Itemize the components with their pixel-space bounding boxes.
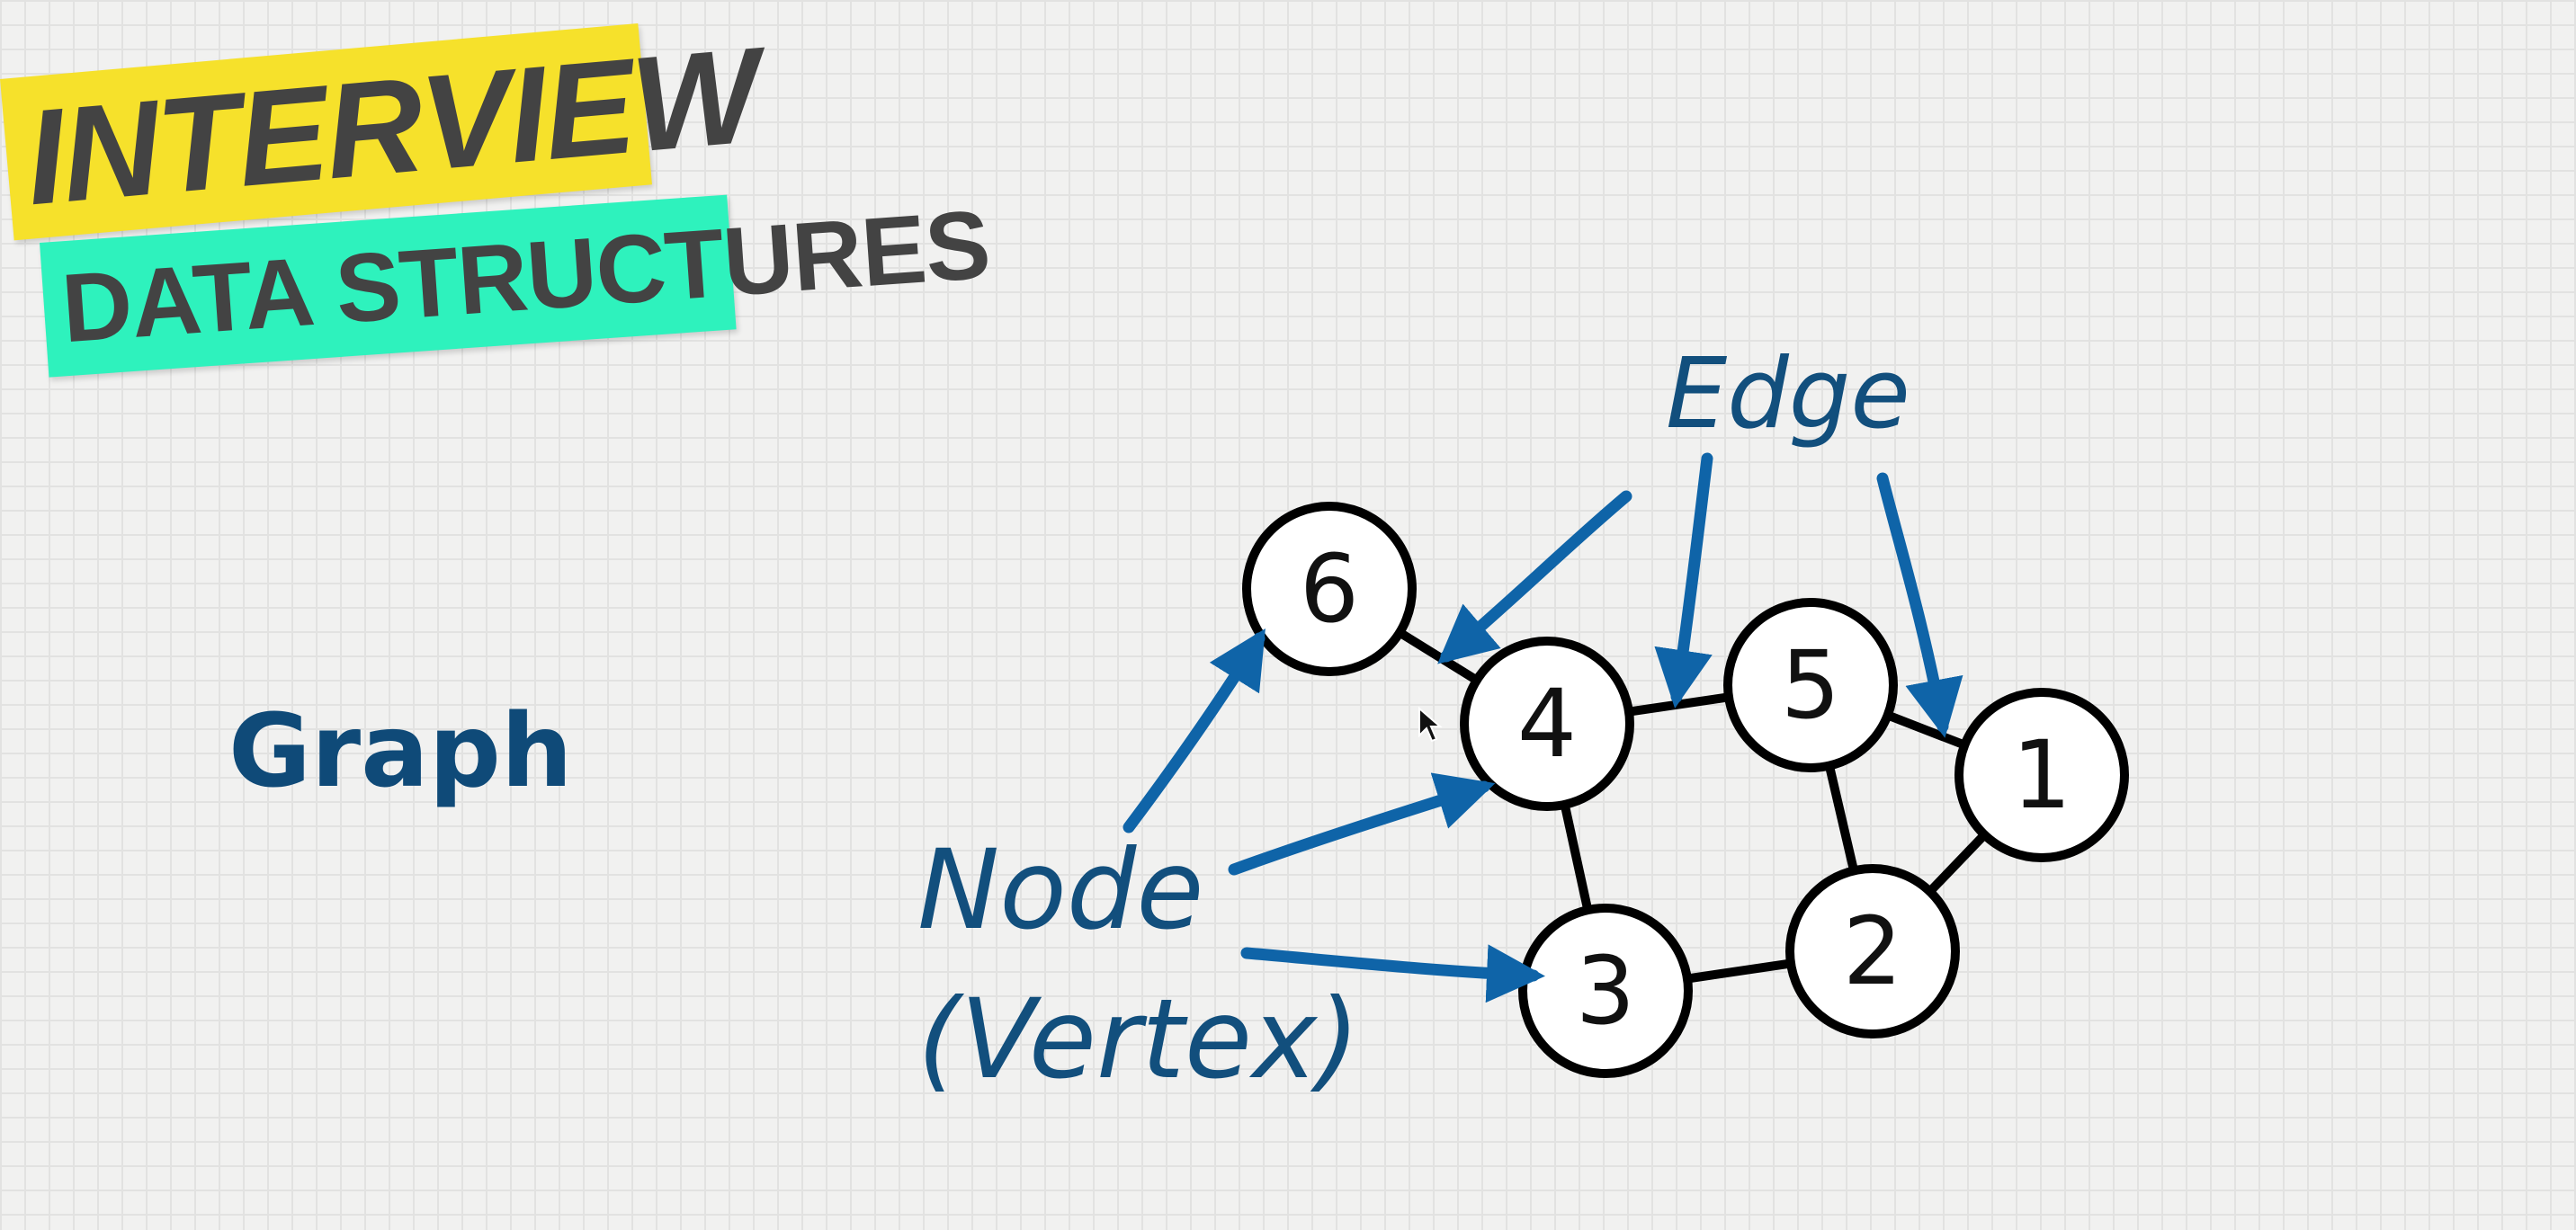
node-circle-2 <box>1785 864 1960 1038</box>
arrow-node-3 <box>1240 944 1545 1003</box>
arrow-edge-6-4 <box>1437 490 1632 664</box>
arrow-node-6 <box>1123 628 1266 833</box>
arrow-node-4 <box>1228 772 1496 876</box>
edge-label: Edge <box>1666 338 1910 450</box>
vertex-label: (Vertex) <box>917 976 1360 1103</box>
node-label: Node <box>917 826 1203 954</box>
arrow-edge-4-5 <box>1654 452 1713 709</box>
annotation-arrows <box>1123 452 1963 1003</box>
node-3: 3 <box>1518 904 1693 1078</box>
mouse-pointer-icon <box>1418 706 1443 743</box>
node-label-1: 1 <box>2012 720 2071 830</box>
node-label-6: 6 <box>1300 534 1359 644</box>
node-circle-1 <box>1954 688 2129 862</box>
nodes: 6 4 5 1 3 2 <box>1242 502 2129 1078</box>
node-6: 6 <box>1242 502 1417 676</box>
node-label-2: 2 <box>1843 896 1902 1006</box>
node-1: 1 <box>1954 688 2129 862</box>
node-circle-6 <box>1242 502 1417 676</box>
arrow-edge-5-1 <box>1876 472 1963 738</box>
node-label-4: 4 <box>1517 669 1577 779</box>
node-label-3: 3 <box>1576 936 1635 1046</box>
node-2: 2 <box>1785 864 1960 1038</box>
node-5: 5 <box>1723 598 1898 772</box>
node-label-5: 5 <box>1781 630 1840 740</box>
node-circle-4 <box>1460 637 1634 811</box>
node-4: 4 <box>1460 637 1634 811</box>
node-circle-5 <box>1723 598 1898 772</box>
page-title: Graph <box>228 693 573 810</box>
